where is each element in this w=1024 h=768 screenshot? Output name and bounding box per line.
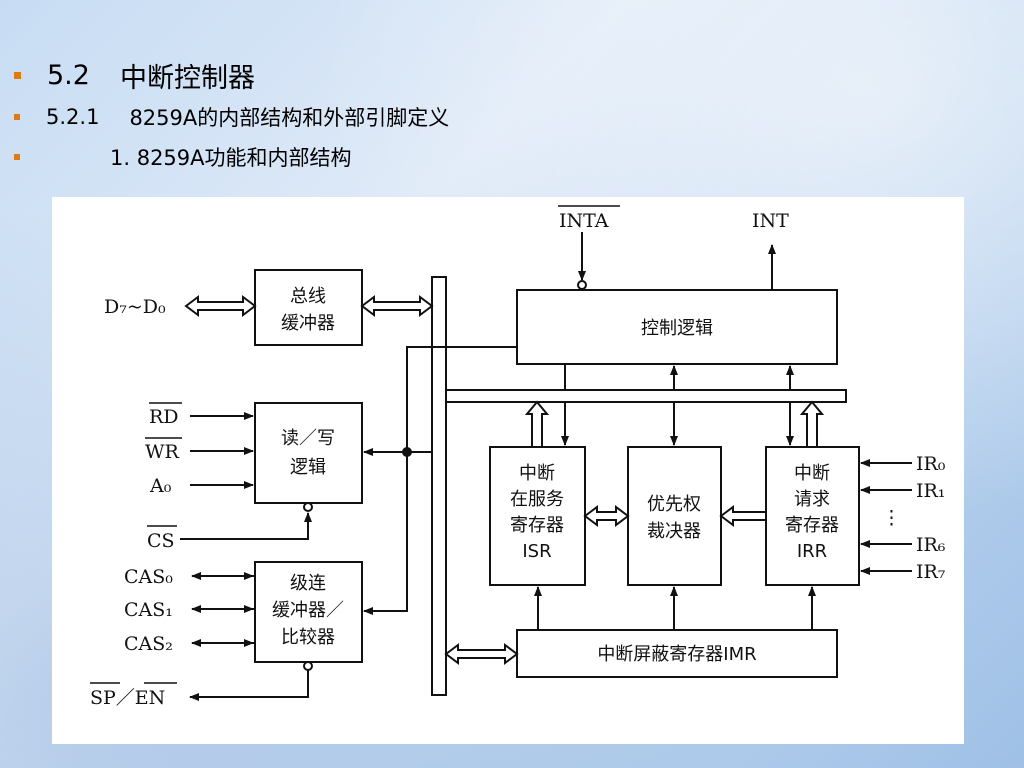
internal-bus xyxy=(431,276,447,696)
imr-label: 中断屏蔽寄存器IMR xyxy=(597,644,756,665)
bus-buffer-block xyxy=(254,269,363,346)
pin-ir-dots: ⋮ xyxy=(882,507,901,529)
pin-inta: INTA xyxy=(559,210,609,232)
control-logic-block xyxy=(516,289,838,365)
diagram-panel: INTA INT D₇~D₀ RD WR A₀ CS CAS₀ CAS₁ CAS… xyxy=(52,197,964,744)
priority-label-2: 裁决器 xyxy=(647,521,701,542)
buffer-bus-arrow xyxy=(360,295,434,317)
pin-rd: RD xyxy=(149,406,179,428)
pin-a0: A₀ xyxy=(149,475,172,497)
isr-priority-arrow xyxy=(583,505,630,527)
data-bus-arrow xyxy=(184,295,257,317)
bullet-icon xyxy=(14,114,20,120)
rw-logic-label-2: 逻辑 xyxy=(290,457,326,478)
isr-label-2: 在服务 xyxy=(510,489,564,510)
irr-label-3: 寄存器 xyxy=(785,515,839,536)
pin-d7-d0: D₇~D₀ xyxy=(104,296,166,318)
irr-label-2: 请求 xyxy=(794,489,830,510)
bullet-icon xyxy=(14,72,21,79)
pin-ir6: IR₆ xyxy=(916,534,946,556)
pin-cas1: CAS₁ xyxy=(124,599,173,621)
isr-block xyxy=(489,446,586,586)
bus-imr-arrow xyxy=(444,643,519,665)
cascade-block xyxy=(254,561,363,663)
pin-sp-en: SP／EN xyxy=(90,687,165,709)
cascade-label-1: 级连 xyxy=(290,573,326,594)
irr-priority-arrow xyxy=(719,505,767,527)
title-line: 5.2 中断控制器 xyxy=(14,56,255,95)
isr-label-3: 寄存器 xyxy=(510,515,564,536)
irr-block xyxy=(765,446,860,586)
title-text: 中断控制器 xyxy=(119,63,255,94)
item-text: 1. 8259A功能和内部结构 xyxy=(110,146,352,170)
block-diagram-8259a: INTA INT D₇~D₀ RD WR A₀ CS CAS₀ CAS₁ CAS… xyxy=(90,205,946,709)
pin-cas0: CAS₀ xyxy=(124,566,173,588)
bus-buffer-label-1: 总线 xyxy=(290,286,326,307)
subtitle-line: 5.2.1 8259A的内部结构和外部引脚定义 xyxy=(14,102,449,132)
subtitle-text: 8259A的内部结构和外部引脚定义 xyxy=(129,106,450,130)
subtitle-number: 5.2.1 xyxy=(46,105,100,129)
irr-label-1: 中断 xyxy=(794,463,830,484)
bus-buffer-label-2: 缓冲器 xyxy=(281,313,335,334)
pin-cas2: CAS₂ xyxy=(124,633,173,655)
pin-int: INT xyxy=(752,210,789,232)
rw-logic-block xyxy=(254,402,363,504)
control-logic-label: 控制逻辑 xyxy=(641,318,713,339)
item-line: 1. 8259A功能和内部结构 xyxy=(14,142,352,172)
isr-label-1: 中断 xyxy=(519,463,555,484)
isr-label-4: ISR xyxy=(522,541,551,562)
pin-ir7: IR₇ xyxy=(916,561,946,583)
priority-label-1: 优先权 xyxy=(647,494,701,515)
pin-wr: WR xyxy=(145,441,180,463)
imr-block xyxy=(516,629,838,678)
internal-data-bus xyxy=(445,389,847,403)
priority-block xyxy=(627,446,722,586)
irr-label-4: IRR xyxy=(797,541,827,562)
cascade-label-2: 缓冲器／ xyxy=(272,600,344,621)
bullet-icon xyxy=(14,154,20,160)
pin-ir0: IR₀ xyxy=(916,453,946,475)
rw-logic-label-1: 读／写 xyxy=(281,428,335,449)
isr-bus-arrow xyxy=(524,400,550,448)
title-number: 5.2 xyxy=(47,60,90,91)
pin-cs: CS xyxy=(147,530,175,552)
pin-ir1: IR₁ xyxy=(916,480,945,502)
cascade-label-3: 比较器 xyxy=(281,627,335,648)
irr-bus-arrow xyxy=(799,400,825,448)
